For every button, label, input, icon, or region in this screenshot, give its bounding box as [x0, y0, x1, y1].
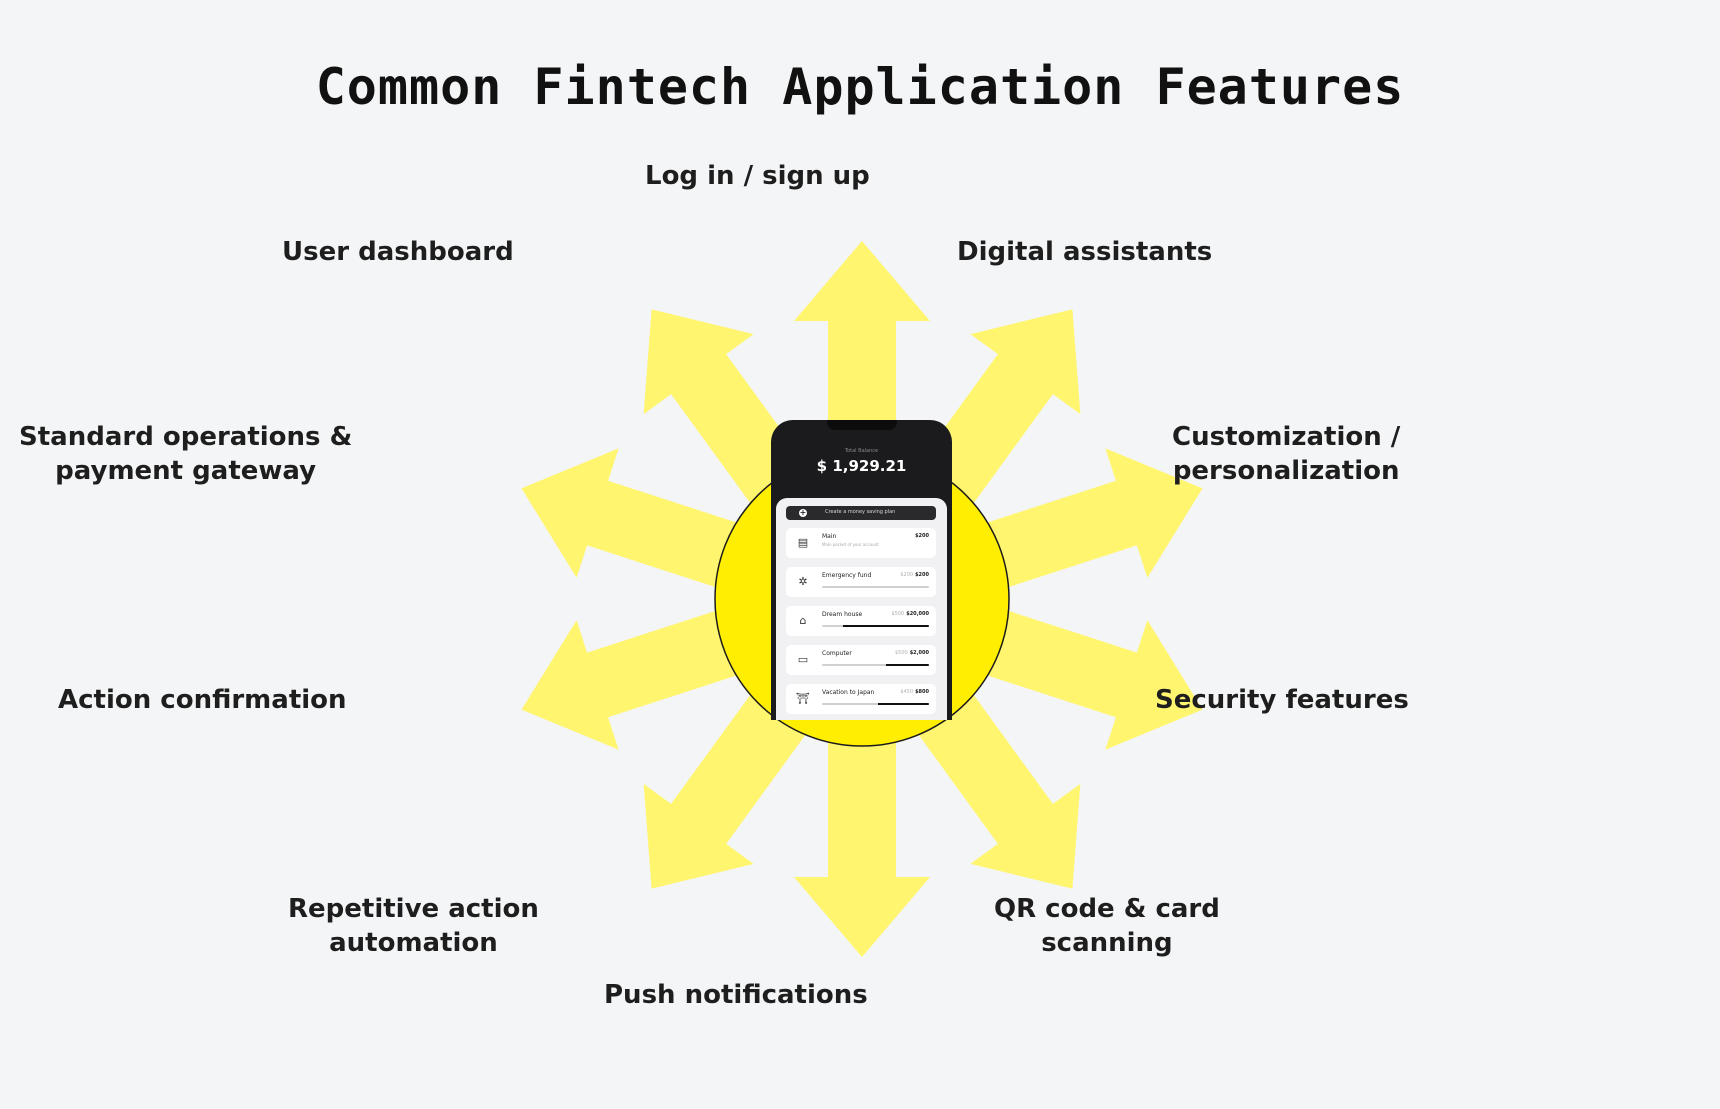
- feature-label-standard-operations: Standard operations &payment gateway: [19, 422, 353, 486]
- medical-icon: ✲: [798, 575, 808, 588]
- plan-item[interactable]: ▭ Computer $500$2,000: [786, 645, 936, 675]
- plan-saved-amount: $200: [900, 572, 914, 578]
- plan-progress-fill: [886, 664, 929, 666]
- feature-label-user-dashboard: User dashboard: [282, 237, 514, 267]
- torii-icon: ⛩: [796, 692, 810, 705]
- plan-progress-bar: [822, 625, 929, 627]
- plan-name: Emergency fund: [822, 572, 872, 579]
- plan-saved-amount: $450: [900, 689, 914, 695]
- feature-label-digital-assistants: Digital assistants: [957, 237, 1213, 267]
- plan-progress-bar: [822, 586, 929, 588]
- plan-item[interactable]: ✲ Emergency fund $200$200: [786, 567, 936, 597]
- balance-amount: $ 1,929.21: [816, 457, 907, 475]
- phone-mockup: Total Balance $ 1,929.21 + Create a mone…: [771, 420, 952, 720]
- balance-label: Total Balance: [844, 448, 879, 454]
- plan-name: Main: [822, 533, 837, 540]
- feature-label-customization: Customization /personalization: [1172, 422, 1401, 486]
- plan-target-amount: $20,000: [906, 611, 929, 617]
- plan-progress-bar: [822, 664, 929, 666]
- plan-name: Vacation to Japan: [822, 689, 875, 696]
- create-plan-label: Create a money saving plan: [825, 509, 896, 515]
- plan-name: Dream house: [822, 611, 863, 618]
- plus-icon: +: [799, 508, 807, 517]
- plan-name: Computer: [822, 650, 852, 657]
- feature-label-push-notifications: Push notifications: [604, 980, 868, 1010]
- plan-target-amount: $800: [915, 689, 929, 695]
- plan-saved-amount: $500: [894, 650, 908, 656]
- page-title: Common Fintech Application Features: [315, 58, 1405, 116]
- plan-amount: $200$200: [900, 572, 929, 578]
- plan-amount: $200: [915, 533, 929, 539]
- plan-progress-fill: [877, 703, 929, 705]
- phone-notch: [827, 420, 897, 430]
- plan-target-amount: $2,000: [909, 650, 929, 656]
- plan-target-amount: $200: [915, 572, 929, 578]
- feature-label-security: Security features: [1155, 685, 1409, 715]
- create-plan-button[interactable]: + Create a money saving plan: [786, 506, 936, 520]
- plan-saved-amount: $500: [891, 611, 905, 617]
- plan-item[interactable]: ⛩ Vacation to Japan $450$800: [786, 684, 936, 714]
- house-icon: ⌂: [799, 614, 807, 627]
- laptop-icon: ▭: [797, 653, 809, 666]
- plan-amount: $500$2,000: [895, 650, 929, 656]
- plan-amount: $500$20,000: [891, 611, 929, 617]
- feature-label-action-confirmation: Action confirmation: [58, 685, 347, 715]
- wallet-icon: ▤: [797, 536, 809, 549]
- plan-description: Main pocket of your account: [822, 542, 879, 547]
- plan-progress-bar: [822, 703, 929, 705]
- feature-label-login: Log in / sign up: [645, 161, 870, 191]
- plan-progress-fill: [843, 625, 929, 627]
- plan-target-amount: $200: [915, 533, 929, 539]
- plan-item[interactable]: ⌂ Dream house $500$20,000: [786, 606, 936, 636]
- plan-amount: $450$800: [900, 689, 929, 695]
